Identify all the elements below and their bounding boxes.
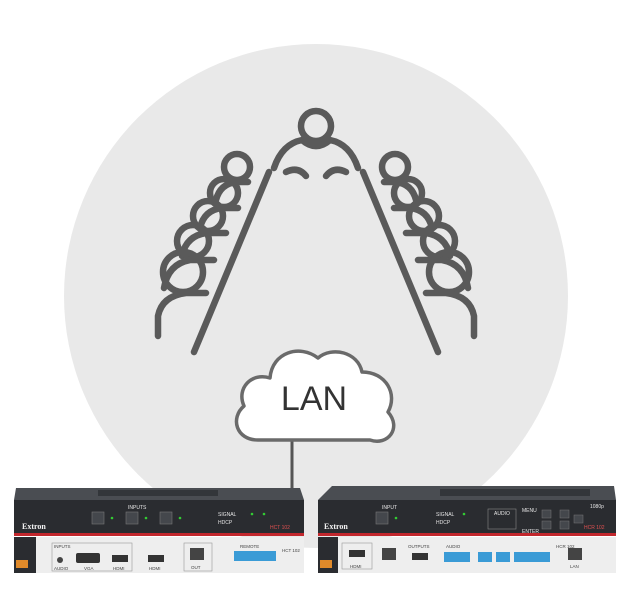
left-rear-out-label: OUT [191, 565, 201, 570]
left-rear-hdmi2-label: HDMI [149, 566, 161, 571]
receiver-device: Extron INPUT SIGNAL HDCP AUDIO MENU ENTE… [318, 486, 616, 573]
right-menu-button[interactable] [541, 509, 552, 519]
left-input2-button[interactable] [125, 511, 139, 525]
right-input-button[interactable] [375, 511, 389, 525]
right-rear-lan-label: LAN [570, 564, 579, 569]
right-enter-button[interactable] [541, 520, 552, 530]
right-model-label: HCR 102 [584, 525, 605, 531]
left-model-label: HCT 102 [270, 525, 290, 531]
right-lan-port[interactable] [568, 548, 582, 560]
right-down-button[interactable] [559, 520, 570, 530]
cloud-icon: LAN [234, 349, 396, 443]
right-control-terminal-2[interactable] [496, 552, 510, 562]
left-rear-vga-label: VGA [84, 566, 94, 571]
left-signal-label: SIGNAL [218, 512, 237, 518]
left-hdmi2-port[interactable] [148, 555, 164, 562]
left-rear-audio-label: AUDIO [54, 566, 69, 571]
right-rear-hdmi-label: HDMI [350, 564, 362, 569]
right-rear-audio-label: AUDIO [446, 544, 461, 549]
right-audio-terminal[interactable] [444, 552, 470, 562]
right-outputs-hdmi-port[interactable] [412, 553, 428, 560]
right-input-label: INPUT [382, 505, 397, 511]
left-input3-button[interactable] [159, 511, 173, 525]
right-hdcp-label: HDCP [436, 520, 451, 526]
conference-table-icon [154, 107, 478, 356]
right-rear-outputs-label: OUTPUTS [408, 544, 430, 549]
transmitter-device: Extron INPUTS SIGNAL HDCP HCT 102 INPUTS… [14, 488, 304, 573]
right-signal-label: SIGNAL [436, 512, 455, 518]
left-vga-port[interactable] [76, 553, 100, 563]
right-hdmi-port[interactable] [349, 550, 365, 557]
right-control-terminal-1[interactable] [478, 552, 492, 562]
left-hdcp-label: HDCP [218, 520, 233, 526]
left-out-port[interactable] [190, 548, 204, 560]
right-enter-label: ENTER [522, 529, 539, 535]
left-brand: Extron [22, 522, 46, 531]
right-up-button[interactable] [559, 509, 570, 519]
left-rear-hdmi1-label: HDMI [113, 566, 125, 571]
right-brand: Extron [324, 522, 348, 531]
right-control-terminal-3[interactable] [514, 552, 550, 562]
right-audio-label: AUDIO [494, 511, 510, 517]
left-input1-button[interactable] [91, 511, 105, 525]
left-rear-model-label: HCT 102 [282, 548, 300, 553]
right-ethernet-port[interactable] [382, 548, 396, 560]
right-rear-model-label: HCR 102 [556, 544, 575, 549]
right-menu-label: MENU [522, 508, 537, 514]
right-resolution-label: 1080p [590, 504, 604, 510]
left-inputs-label: INPUTS [128, 505, 147, 511]
left-remote-terminal[interactable] [234, 551, 276, 561]
background-circle [64, 44, 568, 548]
left-rear-remote-label: REMOTE [240, 544, 259, 549]
right-left-button[interactable] [573, 514, 584, 524]
lan-label: LAN [281, 380, 347, 418]
left-rear-inputs-label: INPUTS [54, 544, 71, 549]
left-hdmi1-port[interactable] [112, 555, 128, 562]
